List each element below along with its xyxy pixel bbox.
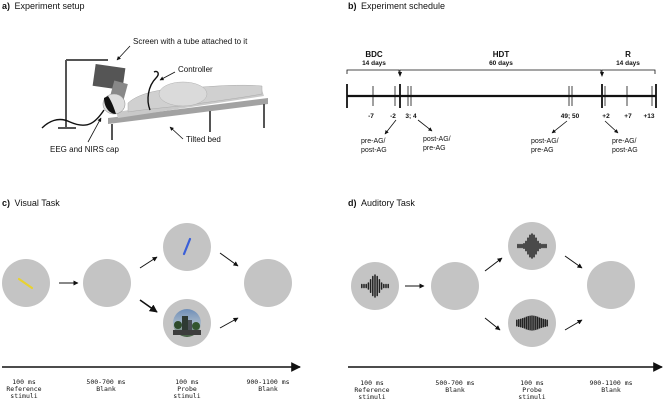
auditory-blank-circle-2 (587, 261, 635, 309)
panel-d-title: d) Auditory Task (348, 198, 415, 208)
auditory-blank-circle-1 (431, 262, 479, 310)
panel-a: a) Experiment setup (2, 1, 268, 154)
bed-shape (108, 98, 268, 124)
auditory-probe-waveform-1 (517, 233, 547, 259)
visual-blank-circle-1 (83, 259, 131, 307)
visual-time-4-duration: 900-1100 ms (246, 378, 289, 386)
day-label-49-50: 49; 50 (561, 113, 580, 120)
annotation-day-3-line1: post-AG/ (423, 136, 451, 143)
eeg-cap-shape (104, 96, 116, 114)
visual-time-2-label: Blank (96, 385, 116, 393)
annotation-day-49-line1: post-AG/ (531, 138, 559, 145)
day-label-3-4: 3; 4 (405, 113, 417, 120)
auditory-time-1-sublabel: stimuli (358, 393, 385, 401)
day-label-plus-7: +7 (624, 113, 632, 120)
phase-bdc-duration: 14 days (362, 60, 386, 67)
visual-time-3-sublabel: stimuli (173, 392, 200, 400)
auditory-time-1-duration: 100 ms (360, 379, 384, 387)
auditory-time-3-duration: 100 ms (520, 379, 544, 387)
panel-b-title: b) Experiment schedule (348, 1, 445, 11)
controller-shape (147, 70, 159, 111)
annotation-day-2-line2: post-AG (361, 147, 387, 154)
auditory-time-3-label: Probe (522, 386, 542, 394)
visual-time-3-duration: 100 ms (175, 378, 199, 386)
visual-probe-line (182, 237, 192, 256)
label-eeg-cap: EEG and NIRS cap (50, 145, 119, 154)
visual-time-2-duration: 500-700 ms (86, 378, 125, 386)
auditory-time-1-label: Reference (354, 386, 389, 394)
panel-c-title: c) Visual Task (2, 198, 60, 208)
panel-d: d) Auditory Task 100 ms Reference stimul… (348, 198, 663, 401)
auditory-time-4-duration: 900-1100 ms (589, 379, 632, 387)
auditory-time-3-sublabel: stimuli (518, 393, 545, 401)
annotation-day-plus2-line1: pre-AG/ (612, 138, 637, 145)
annotation-day-2-line1: pre-AG/ (361, 138, 386, 145)
auditory-reference-waveform (361, 274, 389, 298)
auditory-probe-waveform-2 (516, 315, 548, 331)
phase-hdt-label: HDT (493, 50, 510, 59)
visual-blank-circle-2 (244, 259, 292, 307)
schedule-ticks (346, 84, 657, 108)
annotation-day-49-line2: pre-AG (531, 147, 554, 154)
bed-rest-illustration (41, 59, 268, 140)
visual-reference-line (17, 277, 34, 290)
day-label-minus-7: -7 (368, 113, 374, 120)
panel-a-title: a) Experiment setup (2, 1, 85, 11)
auditory-time-2-label: Blank (445, 386, 465, 394)
phase-r-label: R (625, 50, 631, 59)
visual-time-1-duration: 100 ms (12, 378, 36, 386)
label-controller: Controller (178, 65, 213, 74)
phase-brackets (346, 69, 656, 74)
auditory-time-4-label: Blank (601, 386, 621, 394)
visual-time-4-label: Blank (258, 385, 278, 393)
annotation-day-plus2-line2: post-AG (612, 147, 638, 154)
visual-time-1-sublabel: stimuli (10, 392, 37, 400)
visual-probe-image (173, 309, 201, 337)
day-label-plus-2: +2 (602, 113, 610, 120)
day-label-minus-2: -2 (390, 113, 396, 120)
annotation-day-3-line2: pre-AG (423, 145, 446, 152)
label-screen: Screen with a tube attached to it (133, 37, 248, 46)
phase-r-duration: 14 days (616, 60, 640, 67)
auditory-time-2-duration: 500-700 ms (435, 379, 474, 387)
visual-time-1-label: Reference (6, 385, 41, 393)
visual-time-3-label: Probe (177, 385, 197, 393)
phase-hdt-duration: 60 days (489, 60, 513, 67)
panel-b: b) Experiment schedule BDC 14 days HDT 6… (346, 1, 657, 154)
phase-bdc-label: BDC (365, 50, 383, 59)
label-tilted-bed: Tilted bed (186, 135, 221, 144)
day-label-plus-13: +13 (643, 113, 654, 120)
panel-c: c) Visual Task 100 ms (2, 198, 301, 400)
